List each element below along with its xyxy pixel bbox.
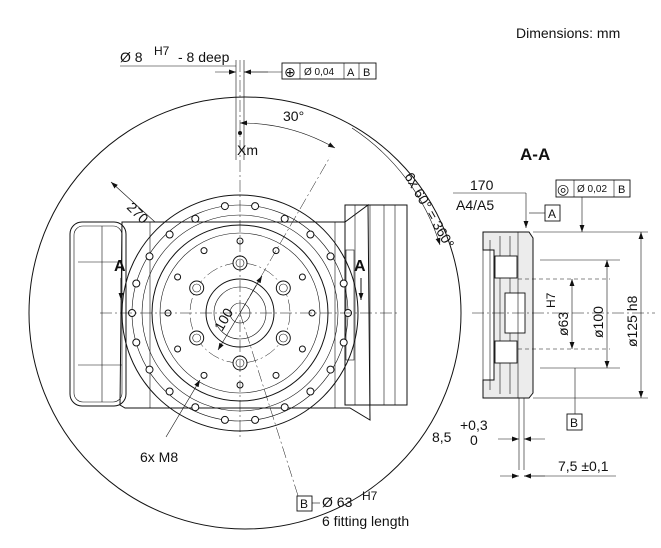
position-tolerance-frame: ⊕ Ø 0,04 A B (244, 62, 377, 80)
position-datum-a: A (347, 67, 355, 79)
dim-75-label: 7,5 ±0,1 (558, 458, 609, 474)
position-symbol: ⊕ (284, 64, 296, 80)
pin-hole-tol: H7 (154, 44, 170, 58)
pcd-leader (217, 275, 263, 351)
datum-b-box-section: B (566, 368, 583, 431)
front-view: 30° 6x 60° = 360° 270 100 Xm Ø 8 H7 - 8 … (28, 44, 462, 530)
concentricity-value: Ø 0,02 (577, 184, 607, 195)
dim-100-label: ø100 (590, 306, 606, 338)
pin-hole-depth: - 8 deep (178, 49, 230, 65)
angle-30-label: 30° (283, 108, 304, 124)
dim-85-value: 8,5 (432, 429, 452, 445)
position-datum-b: B (363, 67, 370, 79)
datum-b-box-front: B (296, 495, 313, 512)
pcd-label: 100 (211, 305, 237, 333)
concentricity-datum: B (618, 184, 625, 196)
section-title: A-A (520, 145, 550, 164)
thread-label: 6x M8 (140, 449, 178, 465)
m8-threaded-holes (189, 255, 291, 371)
radius-label: 270 (124, 199, 152, 227)
housing-body (119, 204, 371, 421)
svg-text:A: A (114, 258, 126, 275)
concentricity-frame: ◎ Ø 0,02 B (555, 179, 631, 232)
svg-text:A: A (354, 258, 366, 275)
section-marker-right: A (354, 258, 366, 300)
dim-125-label: ø125 h8 (624, 295, 640, 347)
dim-85-upper: +0,3 (460, 417, 488, 433)
section-marker-left: A (114, 258, 126, 300)
svg-text:B: B (300, 497, 308, 511)
outer-bolt-holes (128, 202, 352, 424)
svg-text:B: B (570, 416, 578, 430)
dim-85-lower: 0 (470, 432, 478, 448)
outer-flange-circle (28, 96, 462, 530)
bore-note: 6 fitting length (322, 513, 409, 529)
svg-text:A: A (548, 207, 556, 221)
concentricity-symbol: ◎ (557, 181, 569, 197)
dim-63-label: ø63 (555, 312, 571, 336)
units-note: Dimensions: mm (516, 25, 620, 41)
angle-30-arc (239, 120, 336, 149)
datum-a-box: A (529, 204, 561, 222)
right-flange-block (344, 204, 408, 406)
offset-value: 170 (470, 177, 494, 193)
section-view: A-A ø63 H7 ø100 ø125 h8 170 A4/A5 (432, 145, 655, 479)
inner-ring-holes (164, 237, 316, 389)
bore-dia: Ø 63 (322, 494, 353, 510)
left-motor-block (69, 221, 127, 407)
position-value: Ø 0,04 (304, 67, 334, 78)
dim-63-tol: H7 (544, 292, 558, 308)
pin-hole-dia: Ø 8 (120, 49, 143, 65)
pattern-angle-label: 6x 60° = 360° (401, 170, 457, 251)
axis-label: Xm (237, 142, 258, 158)
bore-tol: H7 (362, 489, 378, 503)
offset-note: A4/A5 (456, 197, 494, 213)
pattern-angle-arc (351, 127, 441, 246)
radius-leader (110, 181, 156, 223)
